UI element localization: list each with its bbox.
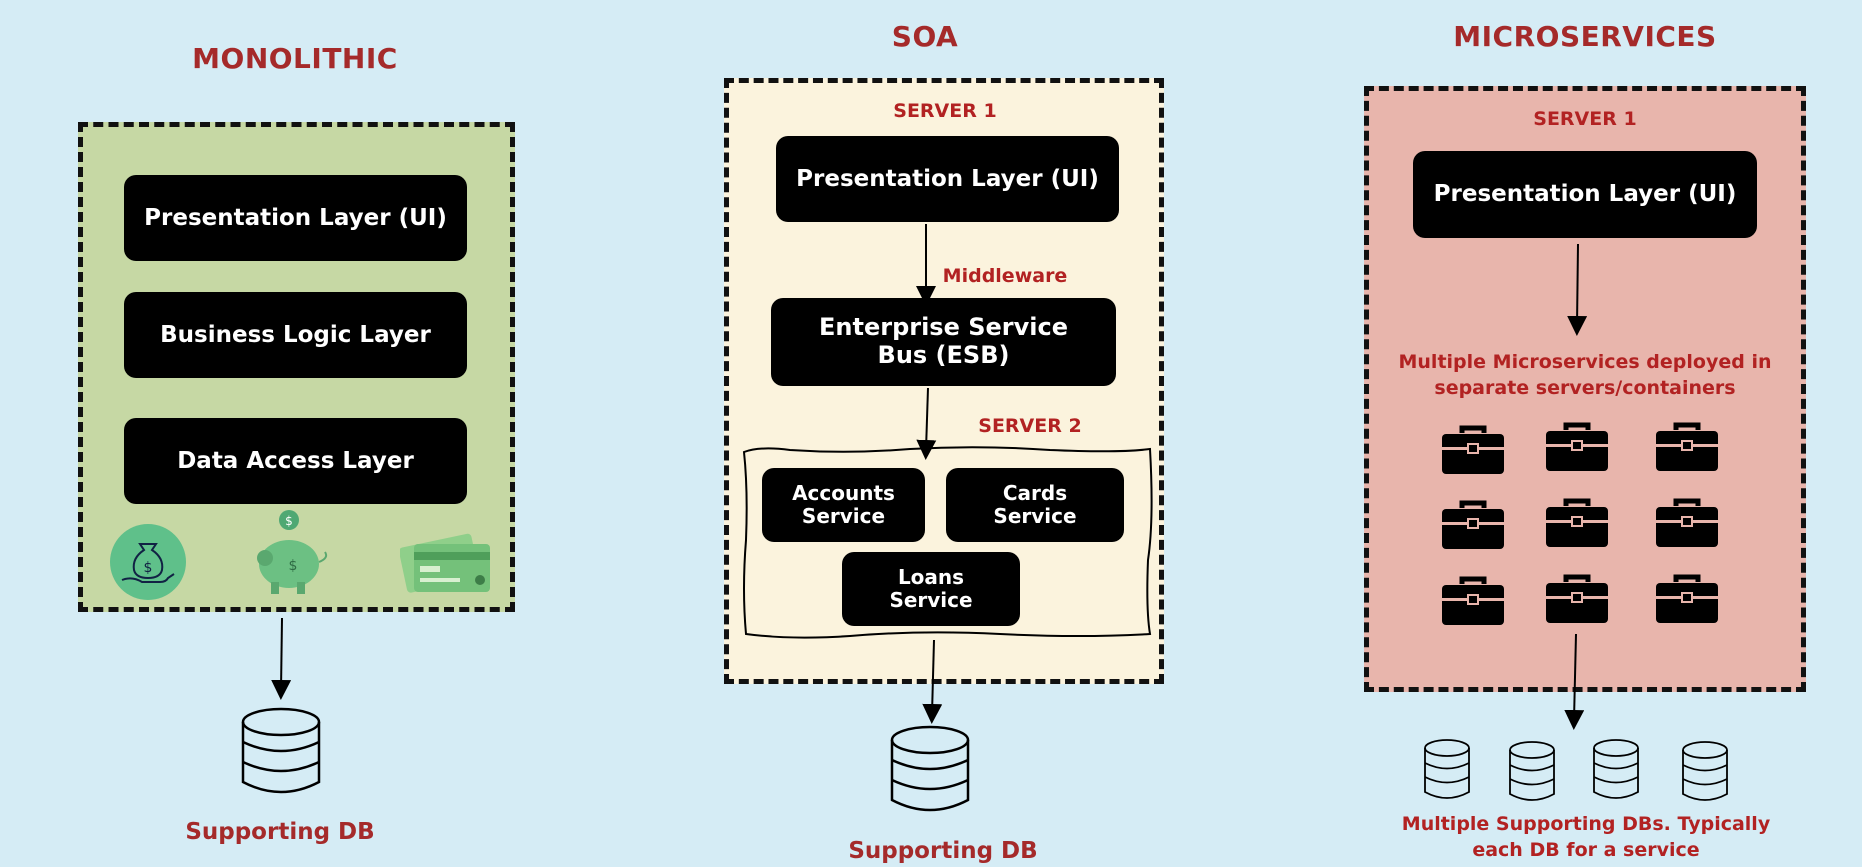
svg-text:$: $ bbox=[285, 514, 293, 528]
mono-database-icon bbox=[241, 707, 321, 794]
soa-esb: Enterprise Service Bus (ESB) bbox=[771, 298, 1116, 386]
mono-data-access-layer: Data Access Layer bbox=[124, 418, 467, 504]
ms-briefcase-grid bbox=[1440, 420, 1740, 630]
soa-server1-label: SERVER 1 bbox=[893, 100, 997, 122]
ms-description: Multiple Microservices deployed in separ… bbox=[1398, 351, 1772, 399]
soa-loans-service: Loans Service bbox=[842, 552, 1020, 626]
ms-presentation-layer: Presentation Layer (UI) bbox=[1413, 151, 1757, 238]
soa-accounts-service: Accounts Service bbox=[762, 468, 925, 542]
svg-text:$: $ bbox=[144, 560, 153, 576]
ms-db-label: Multiple Supporting DBs. Typically each … bbox=[1401, 813, 1771, 861]
briefcase-icon bbox=[1442, 576, 1504, 625]
briefcase-icon bbox=[1442, 500, 1504, 549]
soa-title: SOA bbox=[891, 20, 959, 53]
mono-business-logic-layer: Business Logic Layer bbox=[124, 292, 467, 378]
briefcase-icon bbox=[1546, 574, 1608, 623]
soa-esb-to-services-arrow bbox=[916, 387, 937, 460]
ms-database-icon-1 bbox=[1424, 739, 1470, 799]
ms-database-icon-4 bbox=[1682, 741, 1728, 801]
mono-db-label: Supporting DB bbox=[185, 819, 375, 845]
briefcase-icon bbox=[1546, 498, 1608, 547]
ms-db-arrow bbox=[1564, 633, 1585, 730]
soa-db-label: Supporting DB bbox=[848, 838, 1038, 864]
svg-text:$: $ bbox=[289, 558, 298, 574]
microservices-title: MICROSERVICES bbox=[1453, 20, 1717, 53]
soa-server2-region bbox=[742, 446, 1153, 639]
briefcase-icon bbox=[1546, 422, 1608, 471]
mono-presentation-layer: Presentation Layer (UI) bbox=[124, 175, 467, 261]
soa-cards-service: Cards Service bbox=[946, 468, 1124, 542]
mono-db-arrow bbox=[271, 617, 292, 700]
piggy-bank-icon: $ $ bbox=[257, 510, 328, 594]
briefcase-icon bbox=[1656, 498, 1718, 547]
monolithic-title: MONOLITHIC bbox=[192, 42, 398, 75]
briefcase-icon bbox=[1656, 574, 1718, 623]
briefcase-icon bbox=[1656, 422, 1718, 471]
soa-server2-label: SERVER 2 bbox=[978, 415, 1082, 437]
ms-presentation-arrow bbox=[1567, 243, 1588, 336]
soa-services-to-db-arrow bbox=[922, 639, 943, 724]
briefcase-icon bbox=[1442, 425, 1504, 474]
money-bag-hand-icon: $ bbox=[110, 524, 186, 600]
credit-card-icon bbox=[400, 533, 490, 593]
soa-middleware-label: Middleware bbox=[942, 265, 1068, 287]
soa-database-icon bbox=[890, 725, 970, 812]
soa-presentation-layer: Presentation Layer (UI) bbox=[776, 136, 1119, 222]
ms-database-icon-3 bbox=[1593, 739, 1639, 799]
ms-database-icon-2 bbox=[1509, 741, 1555, 801]
ms-server1-label: SERVER 1 bbox=[1533, 108, 1637, 130]
